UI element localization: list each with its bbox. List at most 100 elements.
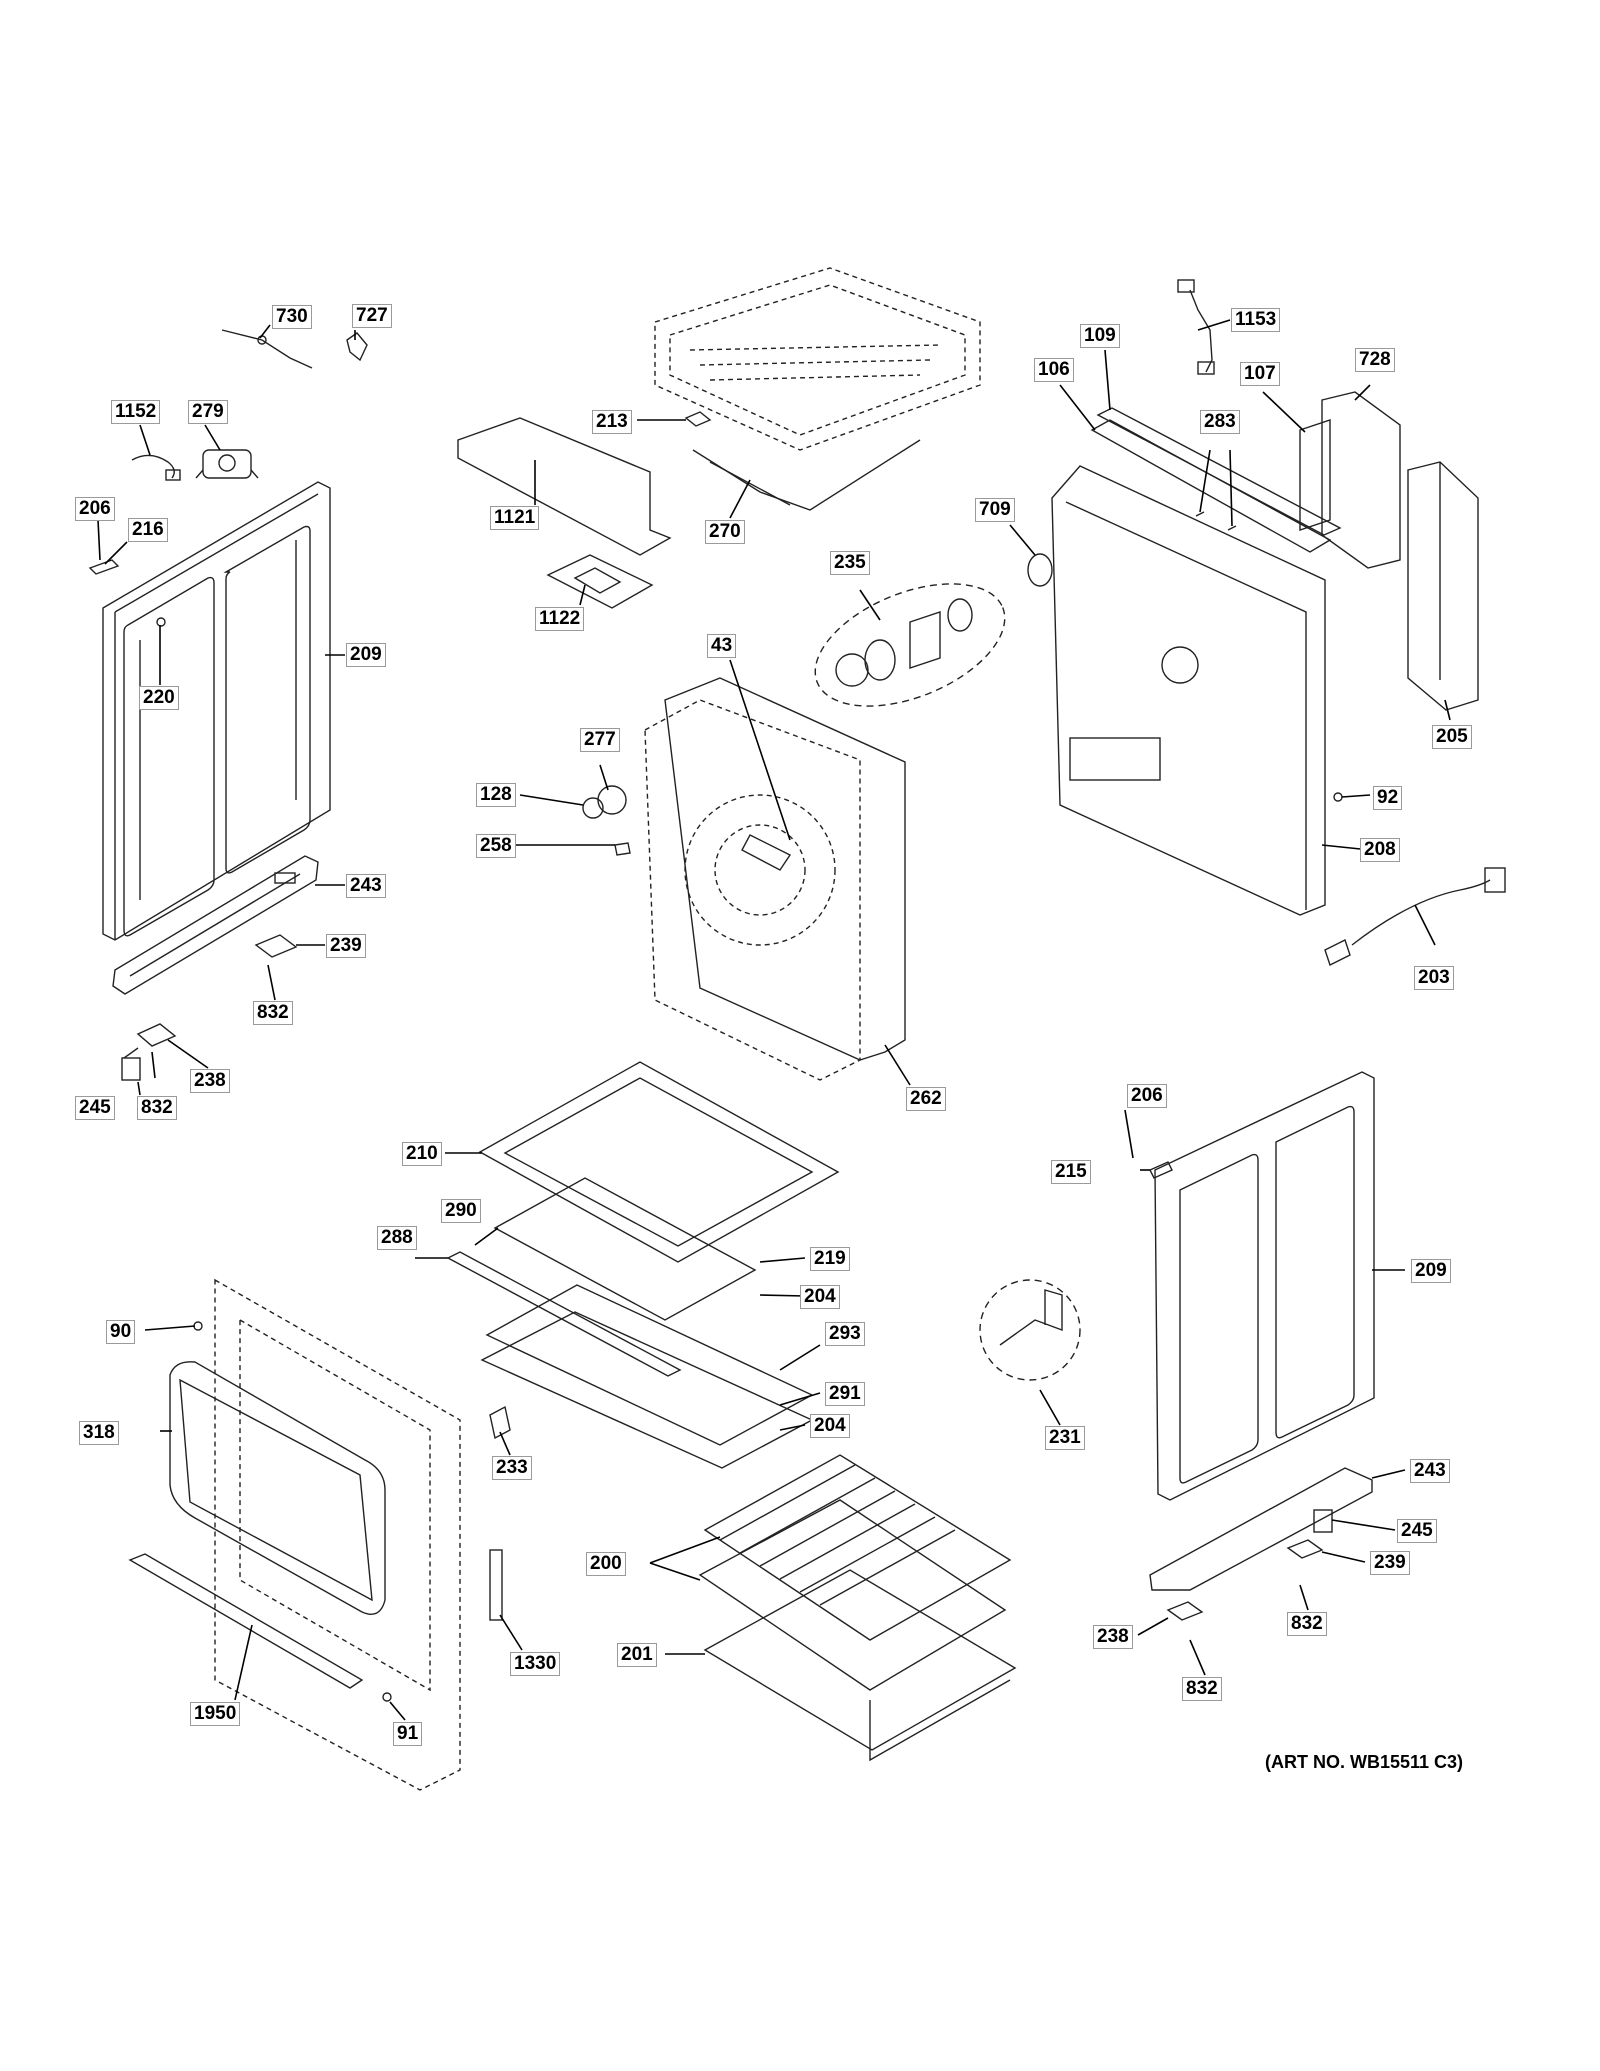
- callout-709: 709: [975, 498, 1015, 522]
- callout-245: 245: [75, 1096, 115, 1120]
- part-243-right-bottom-rail: [1149, 1467, 1373, 1591]
- callout-91: 91: [393, 1722, 423, 1746]
- leader-lines: [97, 319, 1451, 1721]
- part-220-screw: [156, 617, 166, 627]
- callout-243: 243: [346, 874, 386, 898]
- callout-216: 216: [128, 518, 168, 542]
- part-235-motor-assembly: [814, 583, 1006, 707]
- part-239-right-leveling-pad: [1286, 1539, 1324, 1559]
- callout-262: 262: [906, 1087, 946, 1111]
- callout-243: 243: [1410, 1459, 1450, 1483]
- callout-288: 288: [377, 1226, 417, 1250]
- part-730-thermostat-sensor: [221, 329, 313, 369]
- callout-235: 235: [830, 551, 870, 575]
- part-290-heater-shield: [493, 1177, 757, 1321]
- part-205-cover: [1407, 461, 1479, 711]
- callout-220: 220: [139, 686, 179, 710]
- callout-277: 277: [580, 728, 620, 752]
- callout-238: 238: [190, 1069, 230, 1093]
- callout-258: 258: [476, 834, 516, 858]
- part-1152-wire-harness: [131, 454, 181, 481]
- part-200-oven-racks: [698, 1454, 1012, 1691]
- part-107-control-board: [1299, 419, 1331, 531]
- callout-109: 109: [1080, 324, 1120, 348]
- part-279-switch: [195, 449, 259, 479]
- part-1950-vent-grille: [128, 1553, 364, 1689]
- callout-204: 204: [800, 1285, 840, 1309]
- part-291-cover-plate: [480, 1311, 814, 1469]
- callout-270: 270: [705, 520, 745, 544]
- callout-238: 238: [1093, 1625, 1133, 1649]
- callout-231: 231: [1045, 1426, 1085, 1450]
- part-91-screw: [382, 1692, 392, 1702]
- part-270-wire-bracket: [692, 439, 921, 511]
- part-201-roller-rack: [703, 1569, 1017, 1762]
- part-215-bracket: [1149, 1161, 1173, 1179]
- callout-92: 92: [1373, 786, 1403, 810]
- part-213-clip: [684, 411, 712, 427]
- part-233-hinge: [489, 1405, 511, 1440]
- callout-203: 203: [1414, 966, 1454, 990]
- part-258-nut: [614, 842, 631, 856]
- part-1153-wire: [1177, 279, 1215, 375]
- callout-90: 90: [106, 1320, 136, 1344]
- part-1330-hinge-receiver: [489, 1549, 503, 1621]
- part-106-bracket: [1090, 419, 1332, 553]
- callout-106: 106: [1034, 358, 1074, 382]
- part-238-leveling-pad: [136, 1023, 177, 1047]
- part-318-door-gasket: [169, 1361, 386, 1615]
- callout-1153: 1153: [1231, 308, 1281, 332]
- part-210-oven-bottom: [478, 1061, 840, 1263]
- part-208-rear-wall: [1051, 465, 1326, 916]
- callout-832: 832: [1182, 1677, 1222, 1701]
- callout-1152: 1152: [111, 400, 161, 424]
- callout-43: 43: [707, 634, 737, 658]
- part-1122-duct: [546, 554, 654, 609]
- part-239-leveling-pad: [254, 934, 298, 958]
- callout-206: 206: [75, 497, 115, 521]
- part-209-left-side-panel: [102, 481, 331, 941]
- callout-730: 730: [272, 305, 312, 329]
- callout-239: 239: [326, 934, 366, 958]
- part-238-right-leveling-pad: [1166, 1601, 1204, 1621]
- part-245-right-leveling-leg: [1313, 1509, 1333, 1533]
- part-709-bushing: [1027, 553, 1053, 587]
- part-209-right-side-panel: [1154, 1071, 1375, 1501]
- part-203-power-cord: [1324, 867, 1506, 966]
- art-number: (ART NO. WB15511 C3): [1265, 1752, 1464, 1772]
- part-245-leveling-leg: [121, 1047, 141, 1081]
- part-128-bearing: [582, 797, 604, 819]
- part-243-left-bottom-rail: [112, 855, 319, 995]
- callout-210: 210: [402, 1142, 442, 1166]
- callout-239: 239: [1370, 1551, 1410, 1575]
- callout-1330: 1330: [510, 1652, 561, 1676]
- part-1121-insulation: [457, 417, 672, 556]
- callout-318: 318: [79, 1421, 119, 1445]
- part-288-rail: [446, 1251, 682, 1377]
- part-216-bracket: [88, 559, 120, 575]
- callout-1950: 1950: [190, 1702, 241, 1726]
- callout-832: 832: [1287, 1612, 1327, 1636]
- callout-209: 209: [1411, 1259, 1451, 1283]
- part-90-screw: [193, 1321, 203, 1331]
- callout-727: 727: [352, 304, 392, 328]
- callout-204: 204: [810, 1414, 850, 1438]
- callout-1122: 1122: [535, 607, 585, 631]
- part-top-panel-dashed: [654, 267, 981, 451]
- callout-219: 219: [810, 1247, 850, 1271]
- part-293-bottom-heat-baffle: [485, 1284, 814, 1446]
- part-262-rear-panel: [664, 677, 906, 1061]
- callout-233: 233: [492, 1456, 532, 1480]
- callout-832: 832: [137, 1096, 177, 1120]
- callout-279: 279: [188, 400, 228, 424]
- callout-1121: 1121: [490, 506, 540, 530]
- callout-201: 201: [617, 1643, 657, 1667]
- part-cavity-back-dashed: [644, 699, 861, 1081]
- callout-206: 206: [1127, 1084, 1167, 1108]
- part-92-screw: [1333, 792, 1343, 802]
- callout-205: 205: [1432, 725, 1472, 749]
- callout-291: 291: [825, 1382, 865, 1406]
- callout-128: 128: [476, 783, 516, 807]
- callout-245: 245: [1397, 1519, 1437, 1543]
